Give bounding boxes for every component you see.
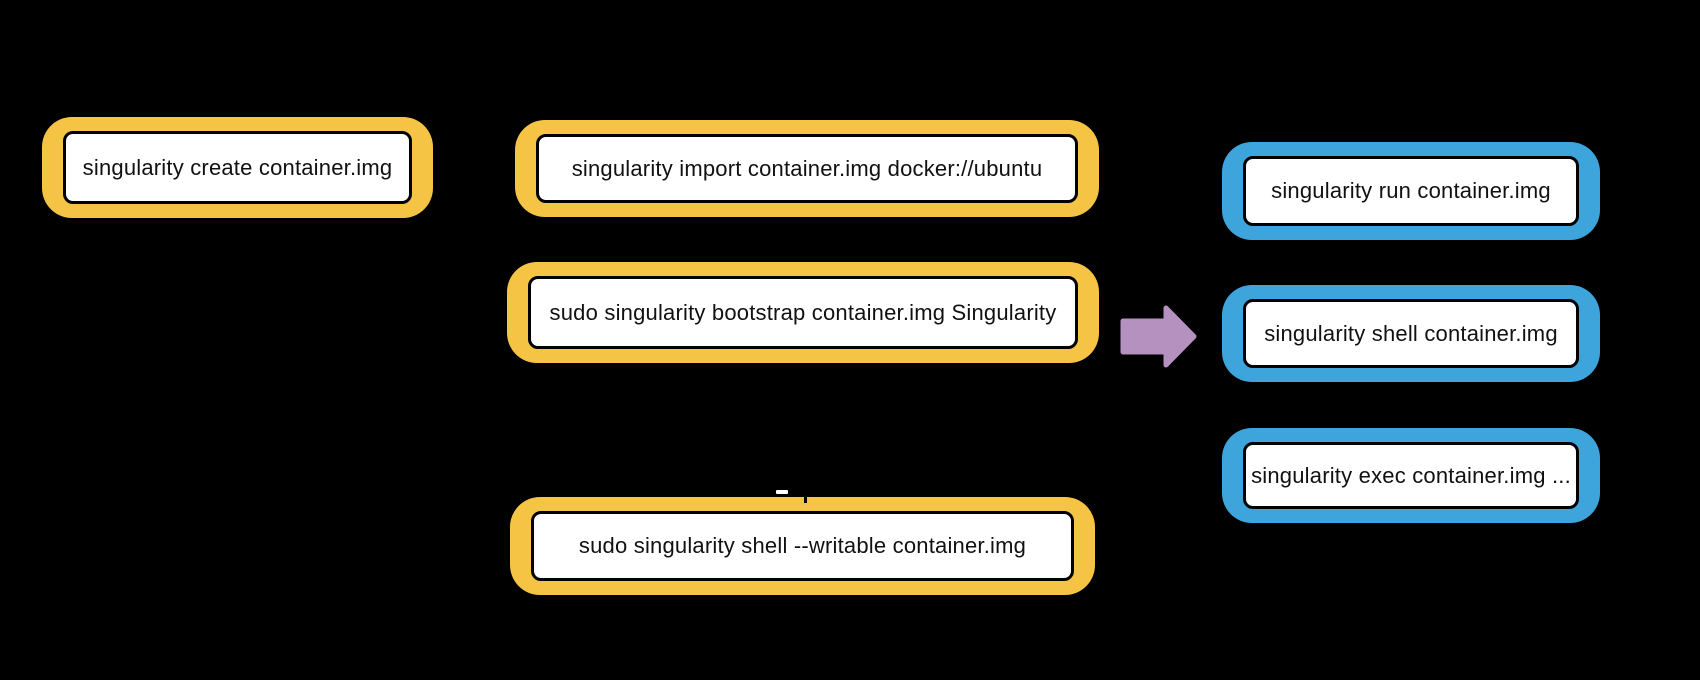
connector-remnant-tick (804, 492, 807, 503)
connector-remnant-dash (776, 490, 788, 494)
command-box-bootstrap: sudo singularity bootstrap container.img… (507, 262, 1099, 363)
command-box-exec-label: singularity exec container.img ... (1243, 442, 1579, 509)
command-box-create: singularity create container.img (42, 117, 433, 218)
command-box-run-label: singularity run container.img (1243, 156, 1579, 226)
command-box-import-label: singularity import container.img docker:… (536, 134, 1078, 203)
command-box-exec: singularity exec container.img ... (1222, 428, 1600, 523)
command-box-writable-shell: sudo singularity shell --writable contai… (510, 497, 1095, 595)
command-box-run: singularity run container.img (1222, 142, 1600, 240)
flow-arrow-icon (1120, 303, 1198, 370)
command-box-import: singularity import container.img docker:… (515, 120, 1099, 217)
command-box-create-label: singularity create container.img (63, 131, 412, 204)
command-box-writable-shell-label: sudo singularity shell --writable contai… (531, 511, 1074, 581)
command-box-bootstrap-label: sudo singularity bootstrap container.img… (528, 276, 1078, 349)
command-box-shell: singularity shell container.img (1222, 285, 1600, 382)
command-box-shell-label: singularity shell container.img (1243, 299, 1579, 368)
